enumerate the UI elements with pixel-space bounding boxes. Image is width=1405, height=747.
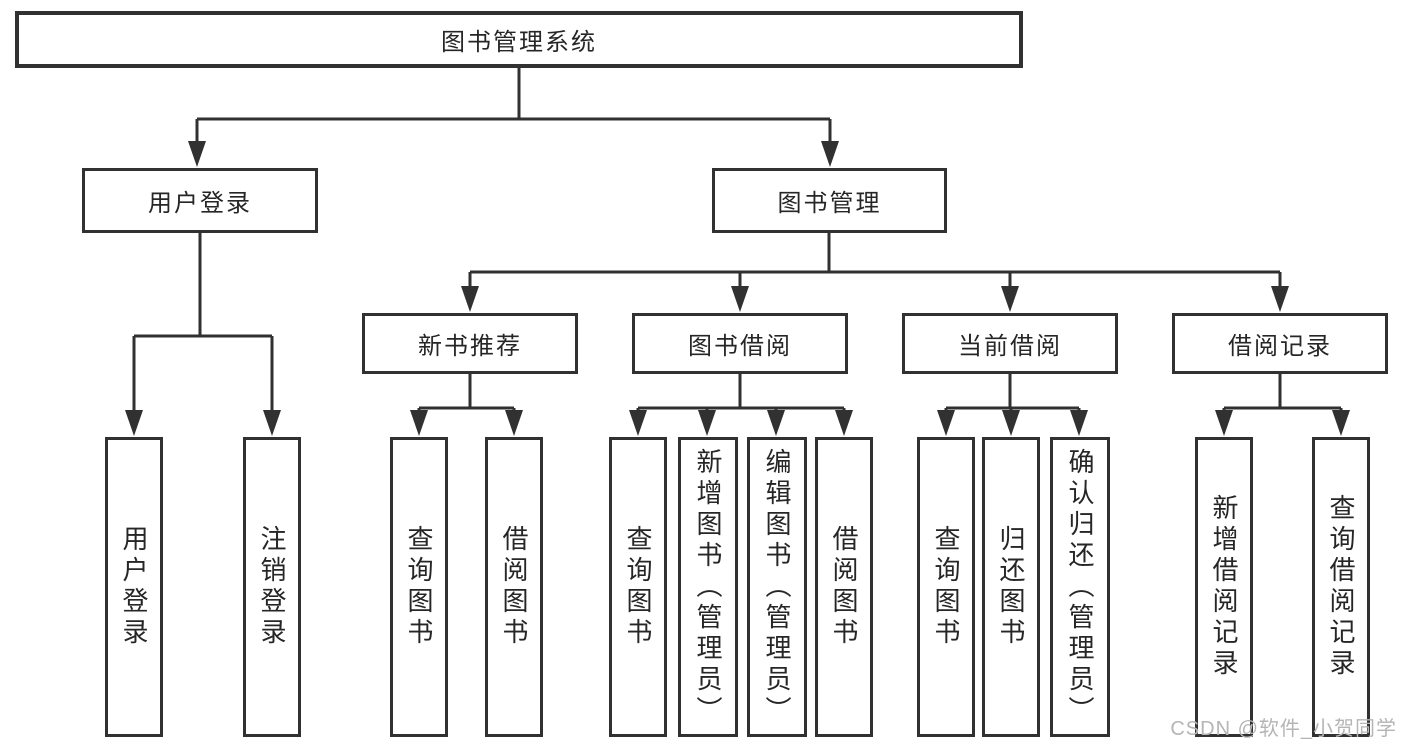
arrow-down-icon <box>731 286 749 312</box>
leaf-label: 查询图书 <box>931 525 961 649</box>
node-label: 借阅记录 <box>1228 333 1332 360</box>
leaf-label: 查询借阅记录 <box>1326 494 1356 680</box>
node-book-borrow: 图书借阅 <box>632 313 848 374</box>
connector-new-book-to-leaves <box>410 374 523 436</box>
arrow-down-icon <box>698 410 716 436</box>
leaf-label: 查询图书 <box>404 525 434 649</box>
node-new-book-recommend: 新书推荐 <box>362 313 578 374</box>
arrow-down-icon <box>629 410 647 436</box>
arrow-down-icon <box>1271 286 1289 312</box>
arrow-down-icon <box>1332 410 1350 436</box>
leaf-edit-books-admin: 编辑图书（管理员） <box>747 437 807 737</box>
node-borrow-records: 借阅记录 <box>1172 313 1388 374</box>
leaf-query-books-2: 查询图书 <box>609 437 667 737</box>
arrow-down-icon <box>505 410 523 436</box>
arrow-down-icon <box>410 410 428 436</box>
connector-user-login-to-leaves <box>125 233 281 436</box>
node-label: 当前借阅 <box>958 333 1062 360</box>
arrow-down-icon <box>1070 410 1088 436</box>
node-current-borrow: 当前借阅 <box>902 313 1118 374</box>
leaf-add-borrow-record: 新增借阅记录 <box>1195 437 1253 737</box>
leaf-borrow-books-1: 借阅图书 <box>485 437 543 737</box>
node-user-login: 用户登录 <box>82 168 318 233</box>
leaf-label: 借阅图书 <box>499 525 529 649</box>
leaf-label: 编辑图书（管理员） <box>762 447 792 727</box>
node-label: 图书管理系统 <box>441 29 597 56</box>
leaf-borrow-books-2: 借阅图书 <box>815 437 873 737</box>
arrow-down-icon <box>125 410 143 436</box>
node-label: 新书推荐 <box>418 333 522 360</box>
leaf-query-borrow-record: 查询借阅记录 <box>1312 437 1370 737</box>
node-library-system-root: 图书管理系统 <box>15 11 1023 68</box>
connector-root-to-level2 <box>188 68 839 167</box>
connector-current-borrow-to-leaves <box>937 374 1088 436</box>
arrow-down-icon <box>821 141 839 167</box>
leaf-query-books-3: 查询图书 <box>917 437 975 737</box>
leaf-label: 用户登录 <box>119 525 149 649</box>
arrow-down-icon <box>263 410 281 436</box>
leaf-label: 归还图书 <box>996 525 1026 649</box>
leaf-label: 新增借阅记录 <box>1209 494 1239 680</box>
leaf-confirm-return-admin: 确认归还（管理员） <box>1050 437 1110 737</box>
arrow-down-icon <box>767 410 785 436</box>
connector-book-borrow-to-leaves <box>629 374 853 436</box>
leaf-user-login: 用户登录 <box>105 437 163 737</box>
arrow-down-icon <box>1001 286 1019 312</box>
leaf-label: 注销登录 <box>257 525 287 649</box>
leaf-label: 借阅图书 <box>829 525 859 649</box>
connector-book-mgmt-to-level3 <box>461 233 1289 312</box>
leaf-logout: 注销登录 <box>243 437 301 737</box>
arrow-down-icon <box>1215 410 1233 436</box>
arrow-down-icon <box>1002 410 1020 436</box>
leaf-query-books-1: 查询图书 <box>390 437 448 737</box>
arrow-down-icon <box>188 141 206 167</box>
node-label: 用户登录 <box>148 190 252 217</box>
arrow-down-icon <box>937 410 955 436</box>
arrow-down-icon <box>835 410 853 436</box>
leaf-label: 查询图书 <box>623 525 653 649</box>
csdn-watermark: CSDN @软件_小贺同学 <box>1170 718 1397 740</box>
leaf-label: 新增图书（管理员） <box>693 447 723 727</box>
leaf-add-books-admin: 新增图书（管理员） <box>678 437 738 737</box>
node-book-management: 图书管理 <box>712 168 947 233</box>
arrow-down-icon <box>461 286 479 312</box>
connector-records-to-leaves <box>1215 374 1350 436</box>
leaf-label: 确认归还（管理员） <box>1065 447 1095 727</box>
node-label: 图书管理 <box>777 190 882 217</box>
node-label: 图书借阅 <box>688 333 792 360</box>
leaf-return-books: 归还图书 <box>982 437 1040 737</box>
